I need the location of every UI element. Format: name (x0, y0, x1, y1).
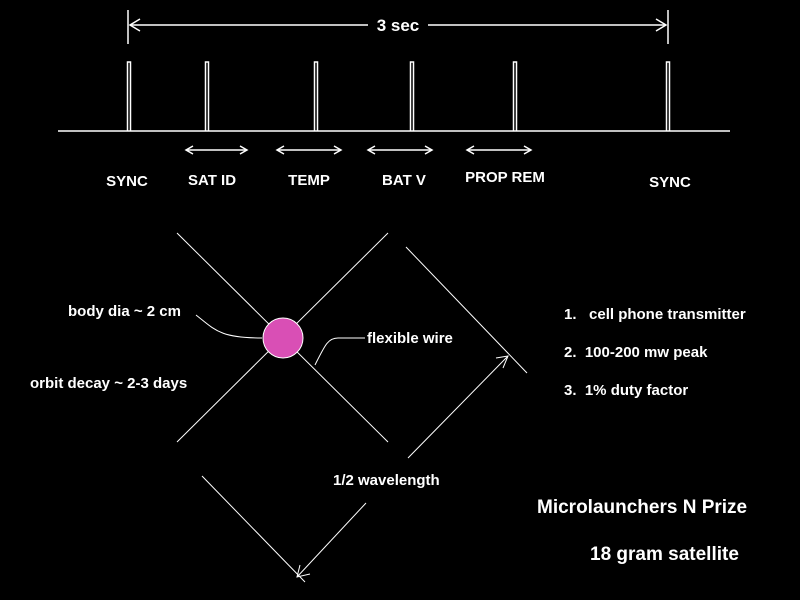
spec-list: 1. cell phone transmitter 2. 100-200 mw … (564, 306, 746, 399)
wire-leader-line (314, 337, 365, 366)
spec-item-3: 3. 1% duty factor (564, 382, 688, 399)
slot-label-sync-2: SYNC (649, 174, 691, 191)
spec-item-2: 2. 100-200 mw peak (564, 344, 708, 361)
title: Microlaunchers N Prize (537, 497, 747, 518)
slot-labels: SYNC SAT ID TEMP BAT V PROP REM SYNC (106, 169, 691, 191)
subtitle: 18 gram satellite (590, 544, 739, 565)
slot-arrow-4 (465, 145, 533, 155)
slot-arrows (184, 145, 533, 155)
pulse-5 (512, 61, 518, 131)
pulse-6 (665, 61, 671, 131)
slot-label-sat-id: SAT ID (188, 172, 236, 189)
spec-item-1: 1. cell phone transmitter (564, 306, 746, 323)
wavelength-dimension (201, 246, 528, 583)
pulse-3 (313, 61, 319, 131)
slot-label-prop-rem: PROP REM (465, 169, 545, 186)
period-dimension: 3 sec (127, 10, 669, 44)
slot-arrow-3 (366, 145, 434, 155)
pulse-1 (126, 61, 132, 131)
orbit-decay-label: orbit decay ~ 2-3 days (30, 375, 187, 392)
slot-label-sync-1: SYNC (106, 173, 148, 190)
slot-label-bat-v: BAT V (382, 172, 426, 189)
flexible-wire-label: flexible wire (367, 330, 453, 347)
pulse-4 (409, 61, 415, 131)
body-diameter-label: body dia ~ 2 cm (68, 303, 181, 320)
slot-label-temp: TEMP (288, 172, 330, 189)
pulse-2 (204, 61, 210, 131)
slot-arrow-2 (275, 145, 343, 155)
wavelength-label: 1/2 wavelength (333, 472, 440, 489)
period-label: 3 sec (377, 16, 420, 35)
satellite-body (262, 317, 304, 359)
body-leader-line (195, 314, 263, 339)
slot-arrow-1 (184, 145, 249, 155)
pulse-train (58, 61, 730, 132)
